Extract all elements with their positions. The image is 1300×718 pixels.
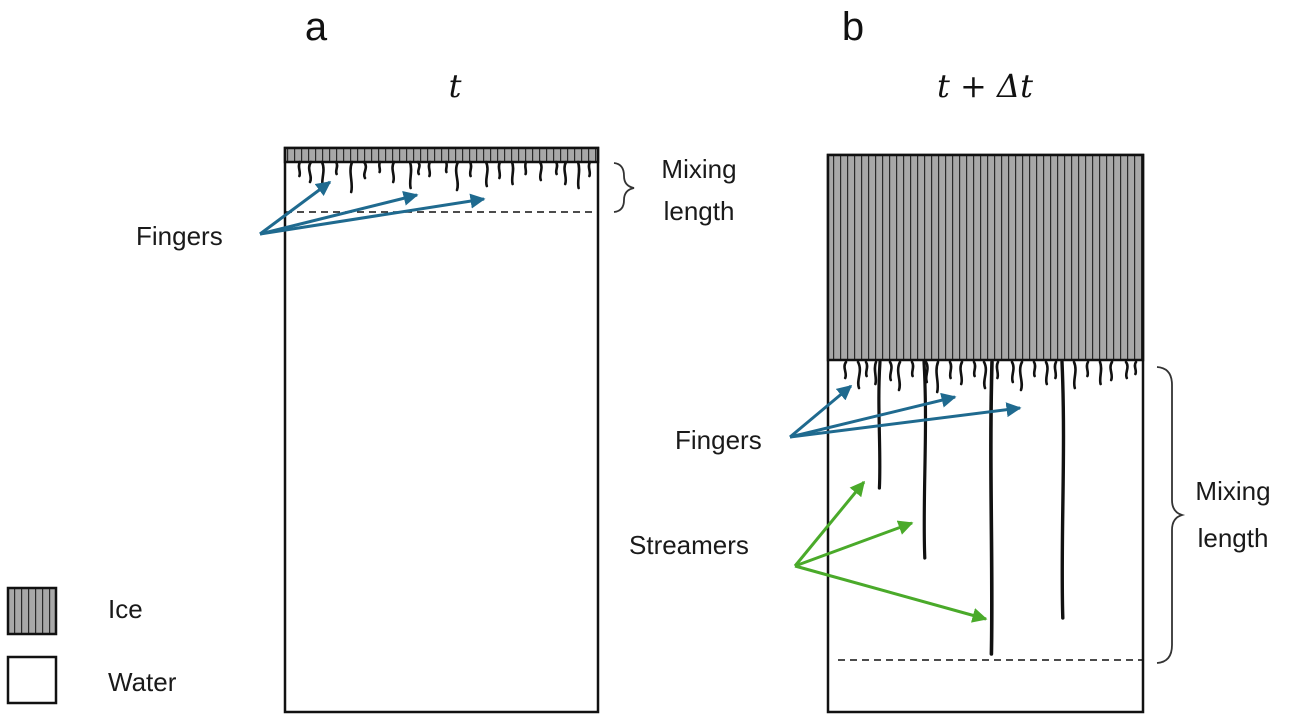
panel-b-streamers (877, 360, 1066, 656)
panel-a-finger-15 (484, 160, 489, 188)
panel-b-finger-7 (910, 360, 915, 378)
panel-b: b t + Δt Mixing length Fingers Streamers (629, 5, 1271, 714)
panel-a-time-label: t (449, 67, 462, 105)
panel-b-finger-3 (864, 360, 869, 378)
panel-a-finger-3 (320, 160, 325, 190)
panel-b-finger-23 (1109, 360, 1114, 382)
panel-b-ice-layer (826, 153, 1145, 362)
legend-ice-label: Ice (108, 594, 143, 624)
panel-b-finger-14 (995, 360, 1000, 380)
panel-b-streamer-2 (922, 360, 928, 560)
panel-b-finger-8 (924, 360, 929, 384)
panel-a-finger-4 (334, 160, 339, 176)
panel-b-finger-19 (1053, 360, 1058, 380)
panel-a-fingers-label: Fingers (136, 221, 223, 251)
panel-b-finger-22 (1098, 360, 1103, 386)
panel-a-finger-10 (416, 160, 421, 176)
panel-b-finger-16 (1018, 360, 1024, 392)
panel-a-finger-21 (563, 160, 568, 186)
panel-b-finger-15 (1010, 360, 1015, 384)
panel-a-mixing-label-line1: Mixing (661, 154, 736, 184)
panel-a-finger-arrow-1 (259, 180, 332, 236)
panel-b-finger-25 (1133, 360, 1138, 376)
panel-b-finger-11 (959, 360, 964, 386)
panel-b-finger-5 (888, 360, 893, 382)
panel-a-fingers (297, 160, 592, 194)
panel-b-finger-13 (982, 360, 988, 390)
panel-a-ice-layer (283, 146, 600, 164)
panel-a: a t Mixing length Fingers (136, 5, 737, 714)
panel-a-finger-20 (554, 160, 559, 176)
panel-b-time-label: t + Δt (937, 67, 1033, 105)
panel-b-streamer-4 (1060, 360, 1066, 620)
panel-a-water-region (283, 146, 600, 714)
legend: Ice Water (6, 586, 177, 705)
panel-b-finger-1 (843, 360, 848, 380)
panel-b-finger-arrow-2 (789, 392, 957, 439)
panel-b-finger-20 (1072, 360, 1077, 390)
panel-b-streamer-3 (989, 360, 994, 656)
panel-a-finger-19 (538, 160, 543, 182)
panel-b-streamers-label: Streamers (629, 530, 749, 560)
panel-a-finger-14 (468, 160, 473, 178)
panel-b-mixing-label-line1: Mixing (1195, 476, 1270, 506)
legend-ice-swatch (6, 586, 58, 636)
panel-a-finger-17 (510, 160, 515, 186)
panel-b-finger-21 (1085, 360, 1090, 378)
panel-a-finger-13 (454, 160, 460, 192)
panel-a-finger-7 (377, 160, 382, 174)
panel-b-streamer-arrow-1 (793, 480, 866, 567)
panel-a-finger-6 (362, 160, 368, 180)
panel-a-finger-5 (349, 160, 354, 194)
legend-water-swatch (6, 655, 58, 705)
panel-b-finger-10 (948, 360, 953, 380)
panel-b-finger-17 (1032, 360, 1037, 378)
panel-b-streamer-1 (877, 360, 882, 490)
panel-b-finger-9 (935, 360, 940, 394)
panel-b-mixing-brace (1156, 366, 1186, 664)
panel-a-finger-16 (497, 160, 502, 180)
panel-a-mixing-brace (613, 162, 635, 213)
panel-b-finger-2 (856, 360, 862, 390)
panel-a-finger-2 (307, 160, 313, 184)
panel-b-fingers (843, 360, 1138, 394)
panel-b-streamer-arrow-3 (794, 564, 988, 623)
legend-water-label: Water (108, 667, 177, 697)
panel-a-letter: a (305, 5, 328, 49)
panel-b-finger-12 (972, 360, 977, 378)
panel-a-finger-arrow-2 (259, 190, 419, 236)
panel-b-finger-arrow-3 (789, 402, 1022, 439)
panel-a-finger-11 (427, 160, 432, 178)
panel-b-finger-arrow-1 (789, 384, 853, 439)
panel-a-finger-22 (576, 160, 581, 190)
panel-a-finger-23 (587, 160, 592, 178)
panel-b-mixing-label-line2: length (1198, 523, 1269, 553)
panel-b-finger-24 (1124, 360, 1129, 380)
panel-a-finger-8 (391, 160, 396, 184)
panel-b-letter: b (842, 5, 864, 49)
panel-b-finger-4 (873, 360, 878, 386)
panel-a-finger-1 (297, 160, 302, 178)
panel-b-fingers-label: Fingers (675, 425, 762, 455)
panel-b-finger-6 (896, 360, 902, 392)
panel-a-finger-12 (444, 160, 449, 174)
panel-b-streamer-arrow-2 (794, 520, 914, 568)
panel-a-finger-9 (408, 160, 413, 190)
panel-a-mixing-label-line2: length (664, 196, 735, 226)
panel-b-finger-18 (1044, 360, 1049, 386)
panel-a-finger-18 (523, 160, 528, 176)
panel-a-finger-arrow-3 (259, 193, 486, 236)
